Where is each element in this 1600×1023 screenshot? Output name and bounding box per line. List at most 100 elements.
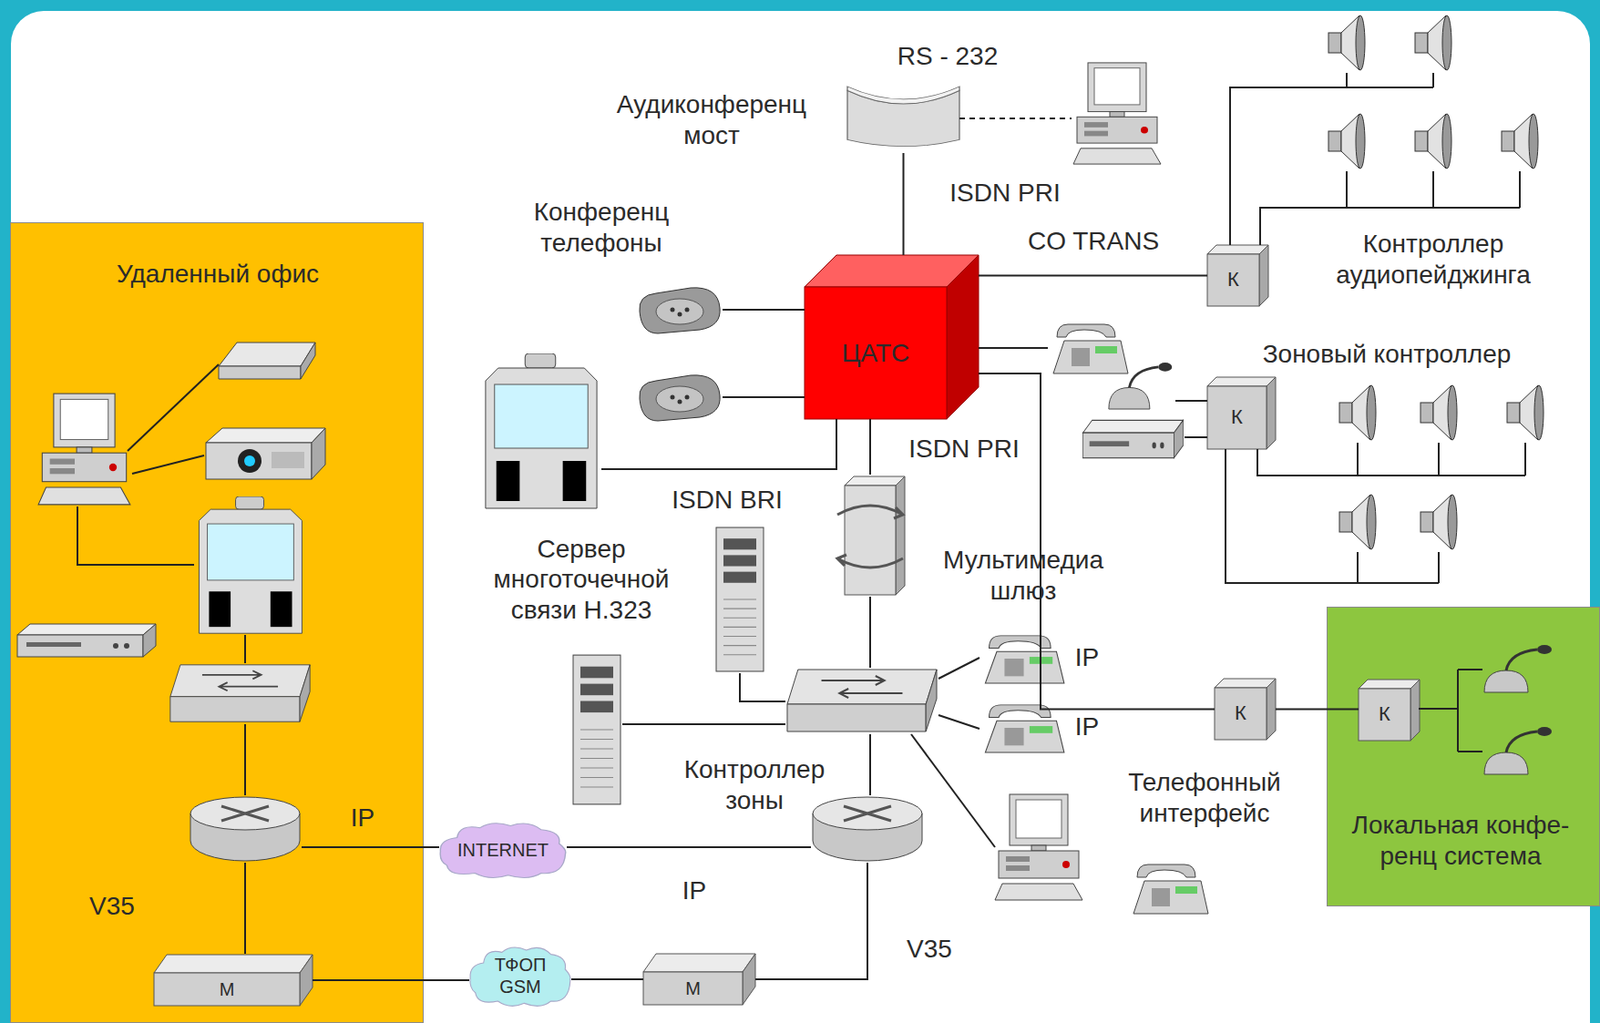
- wire: [244, 862, 247, 954]
- wire: [244, 635, 247, 664]
- network-cloud-shape: [469, 943, 572, 1008]
- connector-line: [1275, 708, 1359, 711]
- node-text: К: [1210, 405, 1263, 430]
- node-text: INTERNET: [448, 839, 558, 862]
- signal-label: IP: [1075, 711, 1099, 743]
- connector-line: [312, 979, 470, 982]
- gateway-unit-shape: [831, 474, 909, 597]
- device-label: Локальная конфе- ренц система: [1337, 810, 1584, 872]
- connector-line: [902, 153, 905, 256]
- video-terminal-icon: [485, 353, 597, 509]
- device-label: Удаленный офис: [26, 258, 410, 290]
- loudspeaker-icon: [1507, 385, 1544, 441]
- loudspeaker-icon: [1328, 15, 1365, 71]
- wire: [755, 862, 868, 980]
- loudspeaker-icon: [1328, 113, 1365, 169]
- wire: [978, 347, 1048, 349]
- video-terminal-icon: [198, 496, 302, 634]
- pbx-cube-shape: [804, 255, 979, 420]
- device-label: Зоновый контроллер: [1213, 338, 1560, 370]
- wire: [1175, 400, 1208, 402]
- device-label: Контроллер аудиопейджинга: [1301, 228, 1566, 290]
- wire: [601, 419, 837, 470]
- wire: [244, 724, 247, 796]
- modem-box: М: [153, 954, 313, 1006]
- pbx-cube: ЦАТС: [804, 255, 979, 420]
- edge-label: ISDN PRI: [905, 433, 1022, 465]
- wire: [1225, 449, 1439, 584]
- wire: [1184, 436, 1208, 439]
- computer-icon: [994, 794, 1083, 901]
- computer-icon: [38, 393, 131, 505]
- signal-label: V35: [89, 891, 135, 923]
- signal-label: Конференц телефоны: [501, 196, 702, 258]
- player-icon: [17, 624, 156, 657]
- signal-label: IP: [350, 802, 375, 834]
- conference-phone-icon: [639, 287, 720, 334]
- loudspeaker-icon: [1420, 494, 1457, 550]
- microphone-icon: [1484, 727, 1552, 775]
- node-text: М: [157, 978, 297, 1001]
- signal-label: V35: [906, 933, 953, 965]
- edge-label: CO TRANS: [1025, 225, 1162, 257]
- wire: [911, 734, 995, 848]
- computer-icon: [1073, 62, 1161, 165]
- device-label: Мультимедиа шлюз: [913, 544, 1133, 606]
- signal-label: IP: [1075, 642, 1099, 674]
- signal-label: ISDN BRI: [671, 484, 782, 516]
- network-cloud: INTERNET: [439, 820, 567, 880]
- microphone-icon: [1484, 645, 1552, 693]
- wire: [869, 734, 872, 796]
- player-icon: [1082, 420, 1183, 458]
- wire: [938, 657, 980, 679]
- conference-phone-icon: [639, 375, 720, 421]
- server-unit: Контроллер зоны: [571, 653, 623, 807]
- modem-box: М: [643, 953, 756, 1006]
- connector-line: [978, 373, 1215, 710]
- node-text: ТФОП GSM: [478, 953, 563, 998]
- loudspeaker-icon: [1339, 385, 1376, 441]
- ip-phone-icon: [984, 705, 1065, 753]
- wire: [1257, 442, 1526, 476]
- conference-region: К Локальная конфе- ренц система: [1326, 606, 1600, 907]
- node-text: ЦАТС: [808, 338, 944, 370]
- signal-label: RS - 232: [897, 41, 999, 72]
- wire: [132, 455, 205, 474]
- node-text: К: [1218, 701, 1263, 726]
- wire: [722, 308, 805, 311]
- wire: [739, 673, 786, 702]
- wire: [301, 846, 440, 849]
- device-label: Аудиконференц мост: [593, 89, 831, 151]
- wiring: [77, 72, 1526, 980]
- server-unit: Сервер многоточечной связи H.323: [714, 525, 766, 674]
- connector-line: [978, 275, 1208, 277]
- controller-box: КЗоновый контроллер: [1207, 377, 1276, 450]
- router-icon: [190, 797, 300, 862]
- loudspeaker-icon: [1339, 494, 1376, 550]
- wire: [1418, 669, 1483, 752]
- wire: [1260, 171, 1520, 246]
- loudspeaker-icon: [1415, 15, 1452, 71]
- loudspeaker-icon: [1415, 113, 1452, 169]
- node-text: К: [1210, 267, 1256, 292]
- switch-icon: [787, 669, 937, 732]
- controller-box: К: [1358, 679, 1420, 741]
- audio-bridge: Аудиконференц мост: [847, 86, 960, 154]
- projector-icon: [205, 428, 326, 480]
- network-cloud: ТФОП GSM: [469, 943, 572, 1008]
- controller-box: ККонтроллер аудиопейджинга: [1207, 245, 1269, 307]
- wire: [127, 364, 219, 452]
- serial-link: [959, 117, 1072, 120]
- device-label: Сервер многоточечной связи H.323: [467, 533, 696, 626]
- controller-box: КТелефонный интерфейс: [1214, 678, 1276, 740]
- ip-phone-icon: [984, 635, 1065, 684]
- node-text: К: [1362, 702, 1407, 727]
- loudspeaker-icon: [1420, 385, 1457, 441]
- router-icon: [812, 797, 923, 862]
- wire: [722, 396, 805, 399]
- phone-icon: [1053, 324, 1129, 374]
